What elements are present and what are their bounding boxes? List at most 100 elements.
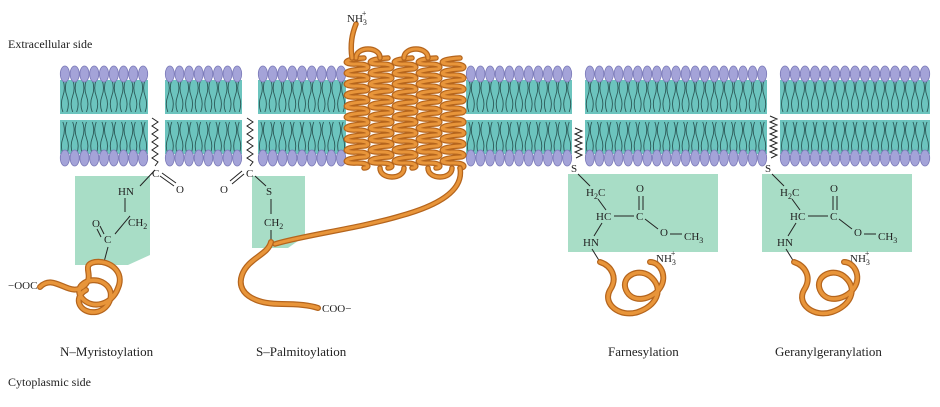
lipid-head (99, 149, 109, 167)
lipid-head (108, 149, 119, 167)
lipid-bilayer (59, 65, 931, 167)
lipid-tail (466, 79, 475, 113)
myr-bond-5 (99, 225, 105, 235)
palmitoylation-structure: C O S CH2 (220, 168, 321, 311)
lipid-tail (194, 121, 203, 155)
lipid-head (494, 149, 505, 167)
myr-bond-4 (114, 215, 131, 235)
lipid-tail (466, 121, 475, 155)
lipid-head (514, 65, 524, 83)
lipid-tail (748, 79, 757, 113)
farn-bond-5 (644, 218, 659, 230)
lipid-head (138, 65, 149, 83)
lipid-head (542, 149, 553, 167)
myristoylation-structure: HN C O CH2 O C −OOC (8, 168, 184, 316)
lipid-head (738, 149, 748, 167)
lipid-head (671, 65, 681, 83)
lipid-head (919, 65, 931, 83)
lipid-head (118, 149, 129, 167)
lipid-head (203, 149, 214, 167)
lipid-tail (213, 79, 222, 113)
lipid-tail (595, 79, 604, 113)
lipid-tail (719, 121, 728, 155)
n-terminus-label: NH3+ (347, 9, 367, 27)
lipid-head (879, 65, 891, 83)
myr-bond-2b (161, 172, 177, 184)
farn-bond-1 (577, 173, 591, 187)
c-terminus-label: COO− (322, 303, 351, 315)
lipid-tail (268, 79, 277, 113)
tm-loop (402, 47, 430, 60)
lipid-head (222, 65, 233, 83)
lipid-head (651, 149, 662, 167)
lipid-head (738, 65, 748, 83)
lipid-head (552, 149, 563, 167)
lipid-tail (891, 121, 899, 155)
lipid-tail (901, 79, 909, 113)
myr-bond-2 (159, 175, 175, 187)
lipid-tail (921, 121, 929, 155)
caption-palmitoylation: S–Palmitoylation (256, 344, 347, 359)
lipid-head (728, 65, 739, 83)
lipid-head (306, 149, 317, 167)
lipid-tail (109, 121, 118, 155)
lipid-head (799, 65, 811, 83)
lipid-tail (801, 79, 809, 113)
upper-tail-band (60, 80, 148, 114)
lipid-head (465, 149, 476, 167)
palm-carbonyl-o: O (220, 184, 228, 196)
lipid-tail (585, 121, 594, 155)
lipid-head (632, 149, 643, 167)
lipid-tail (624, 79, 633, 113)
lipid-head (523, 65, 534, 83)
lipid-head (69, 149, 80, 167)
lipid-head (128, 149, 139, 167)
lipid-tail (194, 79, 203, 113)
palm-bond-2 (254, 175, 267, 187)
lipid-head (799, 149, 811, 167)
myr-ooc-label: −OOC (8, 280, 37, 292)
lipid-tail (841, 121, 849, 155)
lipid-head (819, 65, 831, 83)
lipid-head (829, 149, 841, 167)
lipid-tail (70, 79, 79, 113)
palm-s: S (266, 186, 272, 198)
lipid-tail (278, 121, 287, 155)
lipid-head (849, 149, 861, 167)
lipid-head (789, 65, 801, 83)
farnesyl-chain (573, 127, 584, 159)
lipid-tail (100, 79, 108, 113)
lipid-tail (831, 79, 839, 113)
lipid-tail (213, 121, 222, 155)
myr-carbonyl-o: O (176, 184, 184, 196)
lipid-head (899, 65, 911, 83)
lipid-tail (534, 121, 543, 155)
lipid-tail (851, 121, 859, 155)
lipid-head (889, 65, 901, 83)
lipid-tail (278, 79, 287, 113)
lipid-tail (633, 121, 642, 155)
lipid-head (719, 149, 729, 167)
lipid-tail (643, 121, 652, 155)
lipid-tail (185, 79, 194, 113)
lipid-tail (204, 121, 213, 155)
myristoyl-anchor-box (75, 176, 150, 265)
lipid-tail (80, 121, 89, 155)
ger-o-single: O (854, 227, 862, 239)
lipid-tail (165, 79, 174, 113)
lipid-head (306, 65, 317, 83)
lipid-head (89, 149, 100, 167)
lipid-tail (327, 79, 336, 113)
lipid-tail (871, 121, 879, 155)
lipid-head (779, 149, 791, 167)
lipid-tail (563, 121, 572, 155)
lipid-tail (691, 121, 700, 155)
lipid-head (789, 149, 801, 167)
palm-ch2: CH2 (264, 217, 283, 231)
lower-tail-band (780, 120, 930, 154)
lipid-tail (129, 79, 138, 113)
extracellular-label: Extracellular side (8, 37, 92, 51)
lipid-head (222, 149, 233, 167)
farn-hn: HN (583, 237, 599, 249)
lipid-head (690, 149, 701, 167)
